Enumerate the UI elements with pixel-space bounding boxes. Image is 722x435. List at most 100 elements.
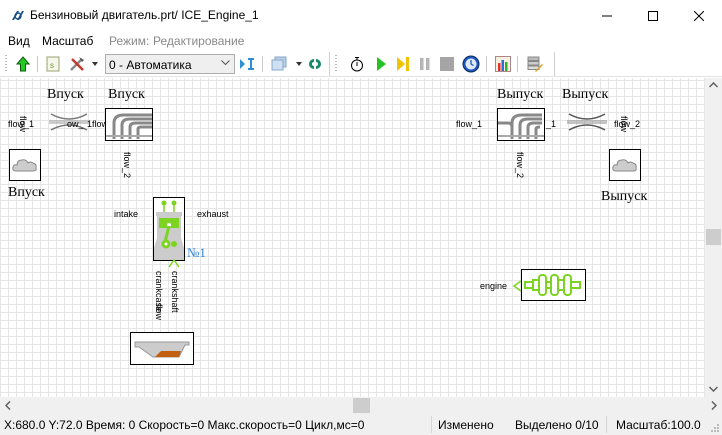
status-selected: Выделено 0/10 (515, 418, 599, 432)
port-label: flow_1 (456, 119, 483, 129)
tools-button[interactable] (68, 55, 86, 73)
engine-cylinder-block[interactable] (153, 197, 185, 261)
engine-intake-port: intake (114, 209, 139, 219)
manifold-icon (106, 113, 152, 139)
vertical-scrollbar[interactable] (705, 78, 722, 397)
stop-button[interactable] (438, 55, 456, 73)
port-label: flow_1 (8, 119, 35, 129)
exhaust-manifold-block[interactable] (497, 108, 545, 141)
exhaust-throttle-label: Выпуск (562, 87, 609, 102)
status-coords: X:680.0 Y:72.0 Время: 0 Скорость=0 Макс.… (4, 418, 365, 432)
edit-data-button[interactable] (526, 55, 544, 73)
exhaust-sink-block[interactable] (609, 149, 641, 181)
scroll-left-icon[interactable] (4, 400, 11, 413)
toolbar-grip[interactable] (335, 55, 337, 73)
maximize-icon (648, 10, 658, 21)
horizontal-scrollbar[interactable] (0, 397, 705, 414)
pause-button[interactable] (416, 55, 434, 73)
cloud-icon (612, 159, 637, 172)
realtime-button[interactable] (462, 55, 480, 73)
pause-icon (420, 58, 430, 70)
scroll-up-icon[interactable] (708, 80, 719, 91)
status-scale: Масштаб:100.0 (616, 418, 701, 432)
minimize-button[interactable] (584, 0, 630, 31)
toolbar-separator (262, 56, 263, 72)
port-label: 1flow_2 (87, 119, 119, 129)
toolbar-separator (517, 56, 518, 72)
status-bar: X:680.0 Y:72.0 Время: 0 Скорость=0 Макс.… (0, 414, 722, 435)
edit-data-icon (527, 56, 543, 72)
toolbar-group-run (330, 52, 555, 76)
stopwatch-icon (351, 57, 363, 72)
crankshaft-icon (524, 274, 581, 296)
intake-throttle-block[interactable] (49, 112, 89, 132)
step-button[interactable] (394, 55, 412, 73)
port-label-vertical: flow_2 (122, 152, 132, 179)
refresh-button[interactable] (306, 55, 324, 73)
resize-grip-icon[interactable] (710, 423, 720, 433)
port-label: flow_2 (614, 119, 641, 129)
toolbar-grip[interactable] (5, 55, 7, 73)
scroll-down-icon[interactable] (708, 384, 719, 395)
tools-icon (70, 57, 84, 71)
layers-button[interactable] (270, 55, 288, 73)
tools-dropdown-icon[interactable] (92, 62, 98, 66)
script-button[interactable]: s (44, 55, 62, 73)
svg-text:s: s (50, 61, 54, 70)
intake-manifold-block[interactable] (105, 108, 153, 141)
step-icon (397, 57, 409, 71)
mode-select[interactable]: 0 - Автоматика (105, 54, 235, 74)
oil-sump-block[interactable] (130, 332, 194, 365)
port-label: ow_ (67, 119, 84, 129)
chevron-down-icon (221, 60, 230, 66)
schematic-canvas[interactable]: Впуск Впуск flow_1 flow ow_ 1flow_2 (0, 78, 705, 397)
status-separator (606, 416, 607, 433)
run-button[interactable] (372, 55, 390, 73)
mode-select-value: 0 - Автоматика (109, 58, 192, 72)
refresh-icon (309, 59, 321, 69)
minimize-icon (602, 15, 612, 16)
maximize-button[interactable] (630, 0, 676, 31)
cloud-icon (12, 159, 37, 172)
chart-button[interactable] (494, 55, 512, 73)
status-modified: Изменено (438, 418, 494, 432)
window-title: Бензиновый двигатель.prt/ ICE_Engine_1 (30, 8, 259, 22)
stopwatch-button[interactable] (348, 55, 366, 73)
clock-icon (462, 55, 480, 73)
sump-icon (134, 341, 190, 358)
menu-scale[interactable]: Масштаб (42, 34, 94, 48)
up-level-button[interactable] (14, 55, 32, 73)
title-bar: Бензиновый двигатель.prt/ ICE_Engine_1 (0, 0, 722, 31)
engine-crankshaft-port: crankshaft (170, 271, 180, 313)
port-label: _1 (546, 119, 557, 129)
intake-throttle-label: Впуск (47, 87, 84, 102)
menu-bar: Вид Масштаб Режим: Редактирование (0, 31, 722, 51)
play-icon (377, 57, 386, 71)
engine-exhaust-port: exhaust (197, 209, 229, 219)
app-logo-icon (10, 9, 26, 23)
close-button[interactable] (676, 0, 722, 31)
fit-icon (240, 58, 254, 70)
vertical-scroll-thumb[interactable] (706, 229, 721, 245)
intake-manifold-label: Впуск (108, 87, 145, 102)
intake-source-block[interactable] (9, 149, 41, 181)
crankshaft-block[interactable] (521, 269, 586, 301)
engine-number-label: №1 (187, 245, 206, 260)
close-icon (694, 10, 704, 21)
intake-source-label: Впуск (8, 185, 45, 200)
menu-view[interactable]: Вид (8, 34, 30, 48)
toolbar: s 0 - Автоматика (0, 51, 722, 77)
cylinder-icon (154, 200, 184, 260)
engine-port-arrow (512, 280, 522, 292)
toolbar-separator (486, 56, 487, 72)
fit-button[interactable] (238, 55, 256, 73)
exhaust-throttle-block[interactable] (567, 112, 607, 132)
toolbar-separator (37, 56, 38, 72)
toolbar-group-edit: s 0 - Автоматика (0, 52, 330, 76)
horizontal-scroll-thumb[interactable] (353, 398, 370, 413)
layers-dropdown-icon[interactable] (296, 62, 302, 66)
up-arrow-icon (16, 56, 30, 72)
scroll-right-icon[interactable] (711, 400, 718, 413)
mode-value: Редактирование (153, 34, 245, 48)
